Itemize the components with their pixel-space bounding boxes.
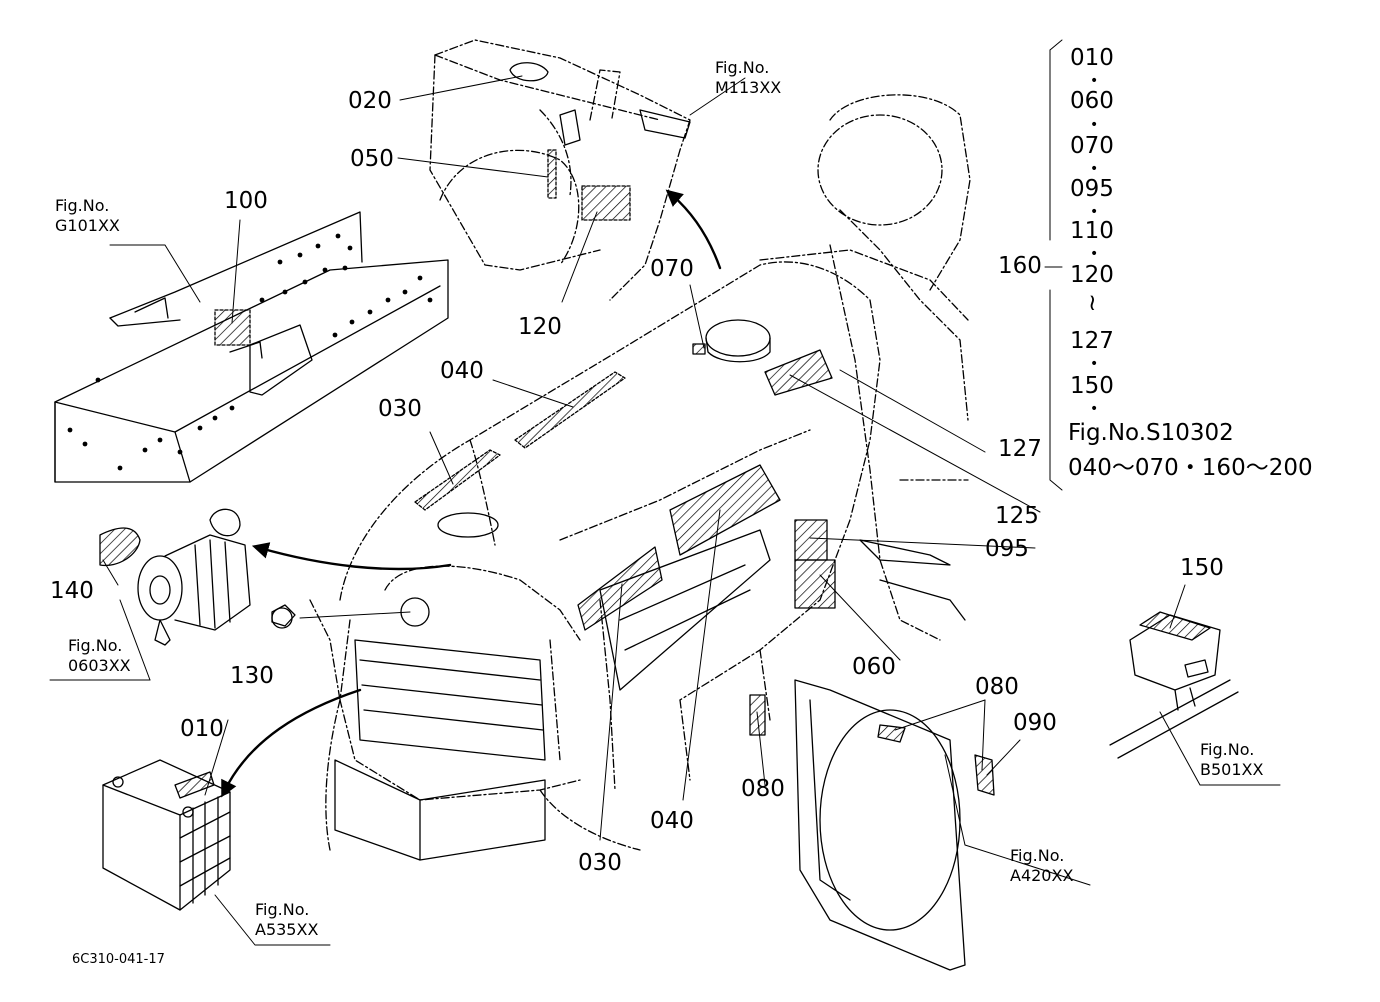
callout-050: 050 (350, 146, 394, 172)
callout-030a: 030 (378, 396, 422, 422)
figure-ref-number: G101XX (55, 216, 120, 235)
set-item-070: 070 (1070, 133, 1114, 159)
bolt-drawing (271, 604, 296, 627)
callout-080a: 080 (975, 674, 1019, 700)
set-separator: • (1090, 73, 1099, 89)
callout-040a: 040 (440, 358, 484, 384)
set-item-095: 095 (1070, 176, 1114, 202)
dash-panel-drawing (429, 39, 691, 301)
callout-090: 090 (1013, 710, 1057, 736)
drawing-code: 6C310-041-17 (72, 952, 165, 967)
steering-drawing (759, 94, 971, 641)
callout-140: 140 (50, 578, 94, 604)
connector-drawing (1109, 611, 1239, 759)
callout-080b: 080 (741, 776, 785, 802)
figure-ref-number: A535XX (255, 920, 319, 939)
callout-120: 120 (518, 314, 562, 340)
set-separator: • (1090, 117, 1099, 133)
leader-lines (49, 39, 1281, 946)
set-item-150: 150 (1070, 373, 1114, 399)
hood-solid (334, 319, 966, 861)
set-note-range: 040～070・160～200 (1068, 455, 1313, 481)
callout-160: 160 (998, 253, 1042, 279)
figure-ref-number: A420XX (1010, 866, 1074, 885)
figure-ref-0603: Fig.No. 0603XX (68, 636, 131, 676)
callout-125: 125 (995, 503, 1039, 529)
set-separator: • (1090, 401, 1099, 417)
set-note-figure: Fig.No.S10302 (1068, 420, 1234, 446)
callout-060: 060 (852, 654, 896, 680)
battery-drawing (102, 759, 231, 911)
set-item-120: 120 (1070, 262, 1114, 288)
figure-ref-prefix: Fig.No. (715, 58, 770, 77)
set-separator: • (1090, 246, 1099, 262)
figure-ref-prefix: Fig.No. (55, 196, 110, 215)
callout-010: 010 (180, 716, 224, 742)
figure-ref-a535: Fig.No. A535XX (255, 900, 318, 940)
callout-040b: 040 (650, 808, 694, 834)
set-item-010: 010 (1070, 45, 1114, 71)
figure-ref-g101: Fig.No. G101XX (55, 196, 120, 236)
figure-ref-prefix: Fig.No. (68, 636, 123, 655)
figure-ref-number: 0603XX (68, 656, 131, 675)
figure-ref-prefix: Fig.No. (255, 900, 310, 919)
figure-ref-m113: Fig.No. M113XX (715, 58, 781, 98)
callout-130: 130 (230, 663, 274, 689)
set-separator: • (1090, 161, 1099, 177)
callout-127: 127 (998, 436, 1042, 462)
set-separator: • (1090, 356, 1099, 372)
dash-panel-solid (509, 62, 691, 221)
callout-020: 020 (348, 88, 392, 114)
set-item-110: 110 (1070, 218, 1114, 244)
air-cleaner-drawing (99, 508, 293, 646)
callout-150: 150 (1180, 555, 1224, 581)
frame-drawing (54, 211, 449, 483)
figure-ref-prefix: Fig.No. (1200, 740, 1255, 759)
hood-drawing (309, 261, 881, 851)
set-separator: • (1090, 204, 1099, 220)
callout-070: 070 (650, 256, 694, 282)
callout-030b: 030 (578, 850, 622, 876)
set-item-060: 060 (1070, 88, 1114, 114)
figure-ref-b501: Fig.No. B501XX (1200, 740, 1263, 780)
figure-ref-a420: Fig.No. A420XX (1010, 846, 1073, 886)
set-item-127: 127 (1070, 328, 1114, 354)
figure-ref-prefix: Fig.No. (1010, 846, 1065, 865)
radiator-shroud-drawing (794, 679, 995, 971)
figure-ref-number: M113XX (715, 78, 782, 97)
set-range-mark: ≀ (1088, 290, 1097, 316)
callout-100: 100 (224, 188, 268, 214)
callout-095: 095 (985, 536, 1029, 562)
figure-ref-number: B501XX (1200, 760, 1264, 779)
direction-arrows (221, 189, 722, 798)
